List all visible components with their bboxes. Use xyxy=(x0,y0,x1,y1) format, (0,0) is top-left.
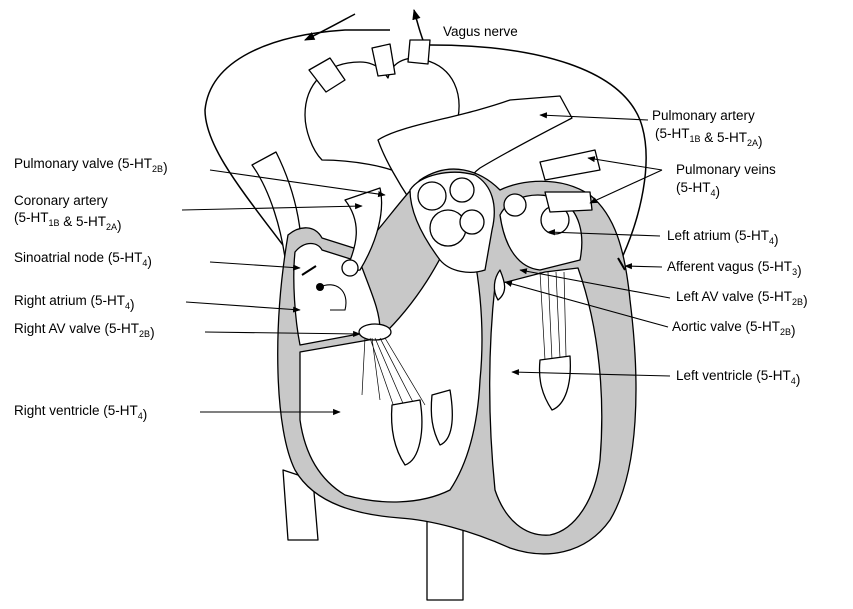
pulmonary-vein-lower xyxy=(545,192,592,212)
aorta-branch-3 xyxy=(408,40,430,64)
aortic-valve-cusp xyxy=(430,210,466,246)
label-afferent-vagus: Afferent vagus (5-HT3) xyxy=(667,259,802,278)
label-aortic-valve: Aortic valve (5-HT2B) xyxy=(672,319,796,338)
label-vagus-nerve: Vagus nerve xyxy=(443,24,518,39)
label-right-atrium: Right atrium (5-HT4) xyxy=(14,293,135,312)
label-coronary-artery: Coronary artery xyxy=(14,193,108,208)
vagus-loop-arrow-left xyxy=(305,14,355,40)
coronary-artery-end xyxy=(342,260,358,276)
label-left-av-valve: Left AV valve (5-HT2B) xyxy=(676,289,808,308)
label-coronary-artery-receptors: (5-HT1B & 5-HT2A) xyxy=(14,210,122,233)
left-atrium-vessel-1 xyxy=(504,194,526,216)
label-right-av-valve: Right AV valve (5-HT2B) xyxy=(14,321,155,340)
aortic-valve-cusp-2 xyxy=(460,210,484,234)
label-pulmonary-artery-receptors: (5-HT1B & 5-HT2A) xyxy=(655,126,763,149)
pulmonary-vein-upper xyxy=(540,150,600,180)
pulmonary-valve-cusp-2 xyxy=(450,178,474,202)
label-left-ventricle: Left ventricle (5-HT4) xyxy=(676,368,800,387)
label-right-ventricle: Right ventricle (5-HT4) xyxy=(14,403,147,422)
label-pulmonary-valve: Pulmonary valve (5-HT2B) xyxy=(14,156,168,175)
label-left-atrium: Left atrium (5-HT4) xyxy=(667,228,779,247)
pulmonary-valve-cusp xyxy=(418,182,446,210)
pointer-pulmonary-veins-2 xyxy=(590,170,662,203)
left-ventricle-chamber xyxy=(490,268,602,535)
label-pulmonary-veins: Pulmonary veins xyxy=(676,162,776,177)
label-pulmonary-veins-receptors: (5-HT4) xyxy=(676,180,720,199)
label-pulmonary-artery: Pulmonary artery xyxy=(652,108,755,123)
right-av-valve-shape xyxy=(359,324,391,340)
label-sinoatrial-node: Sinoatrial node (5-HT4) xyxy=(14,250,152,269)
pointer-afferent-vagus xyxy=(625,266,662,267)
